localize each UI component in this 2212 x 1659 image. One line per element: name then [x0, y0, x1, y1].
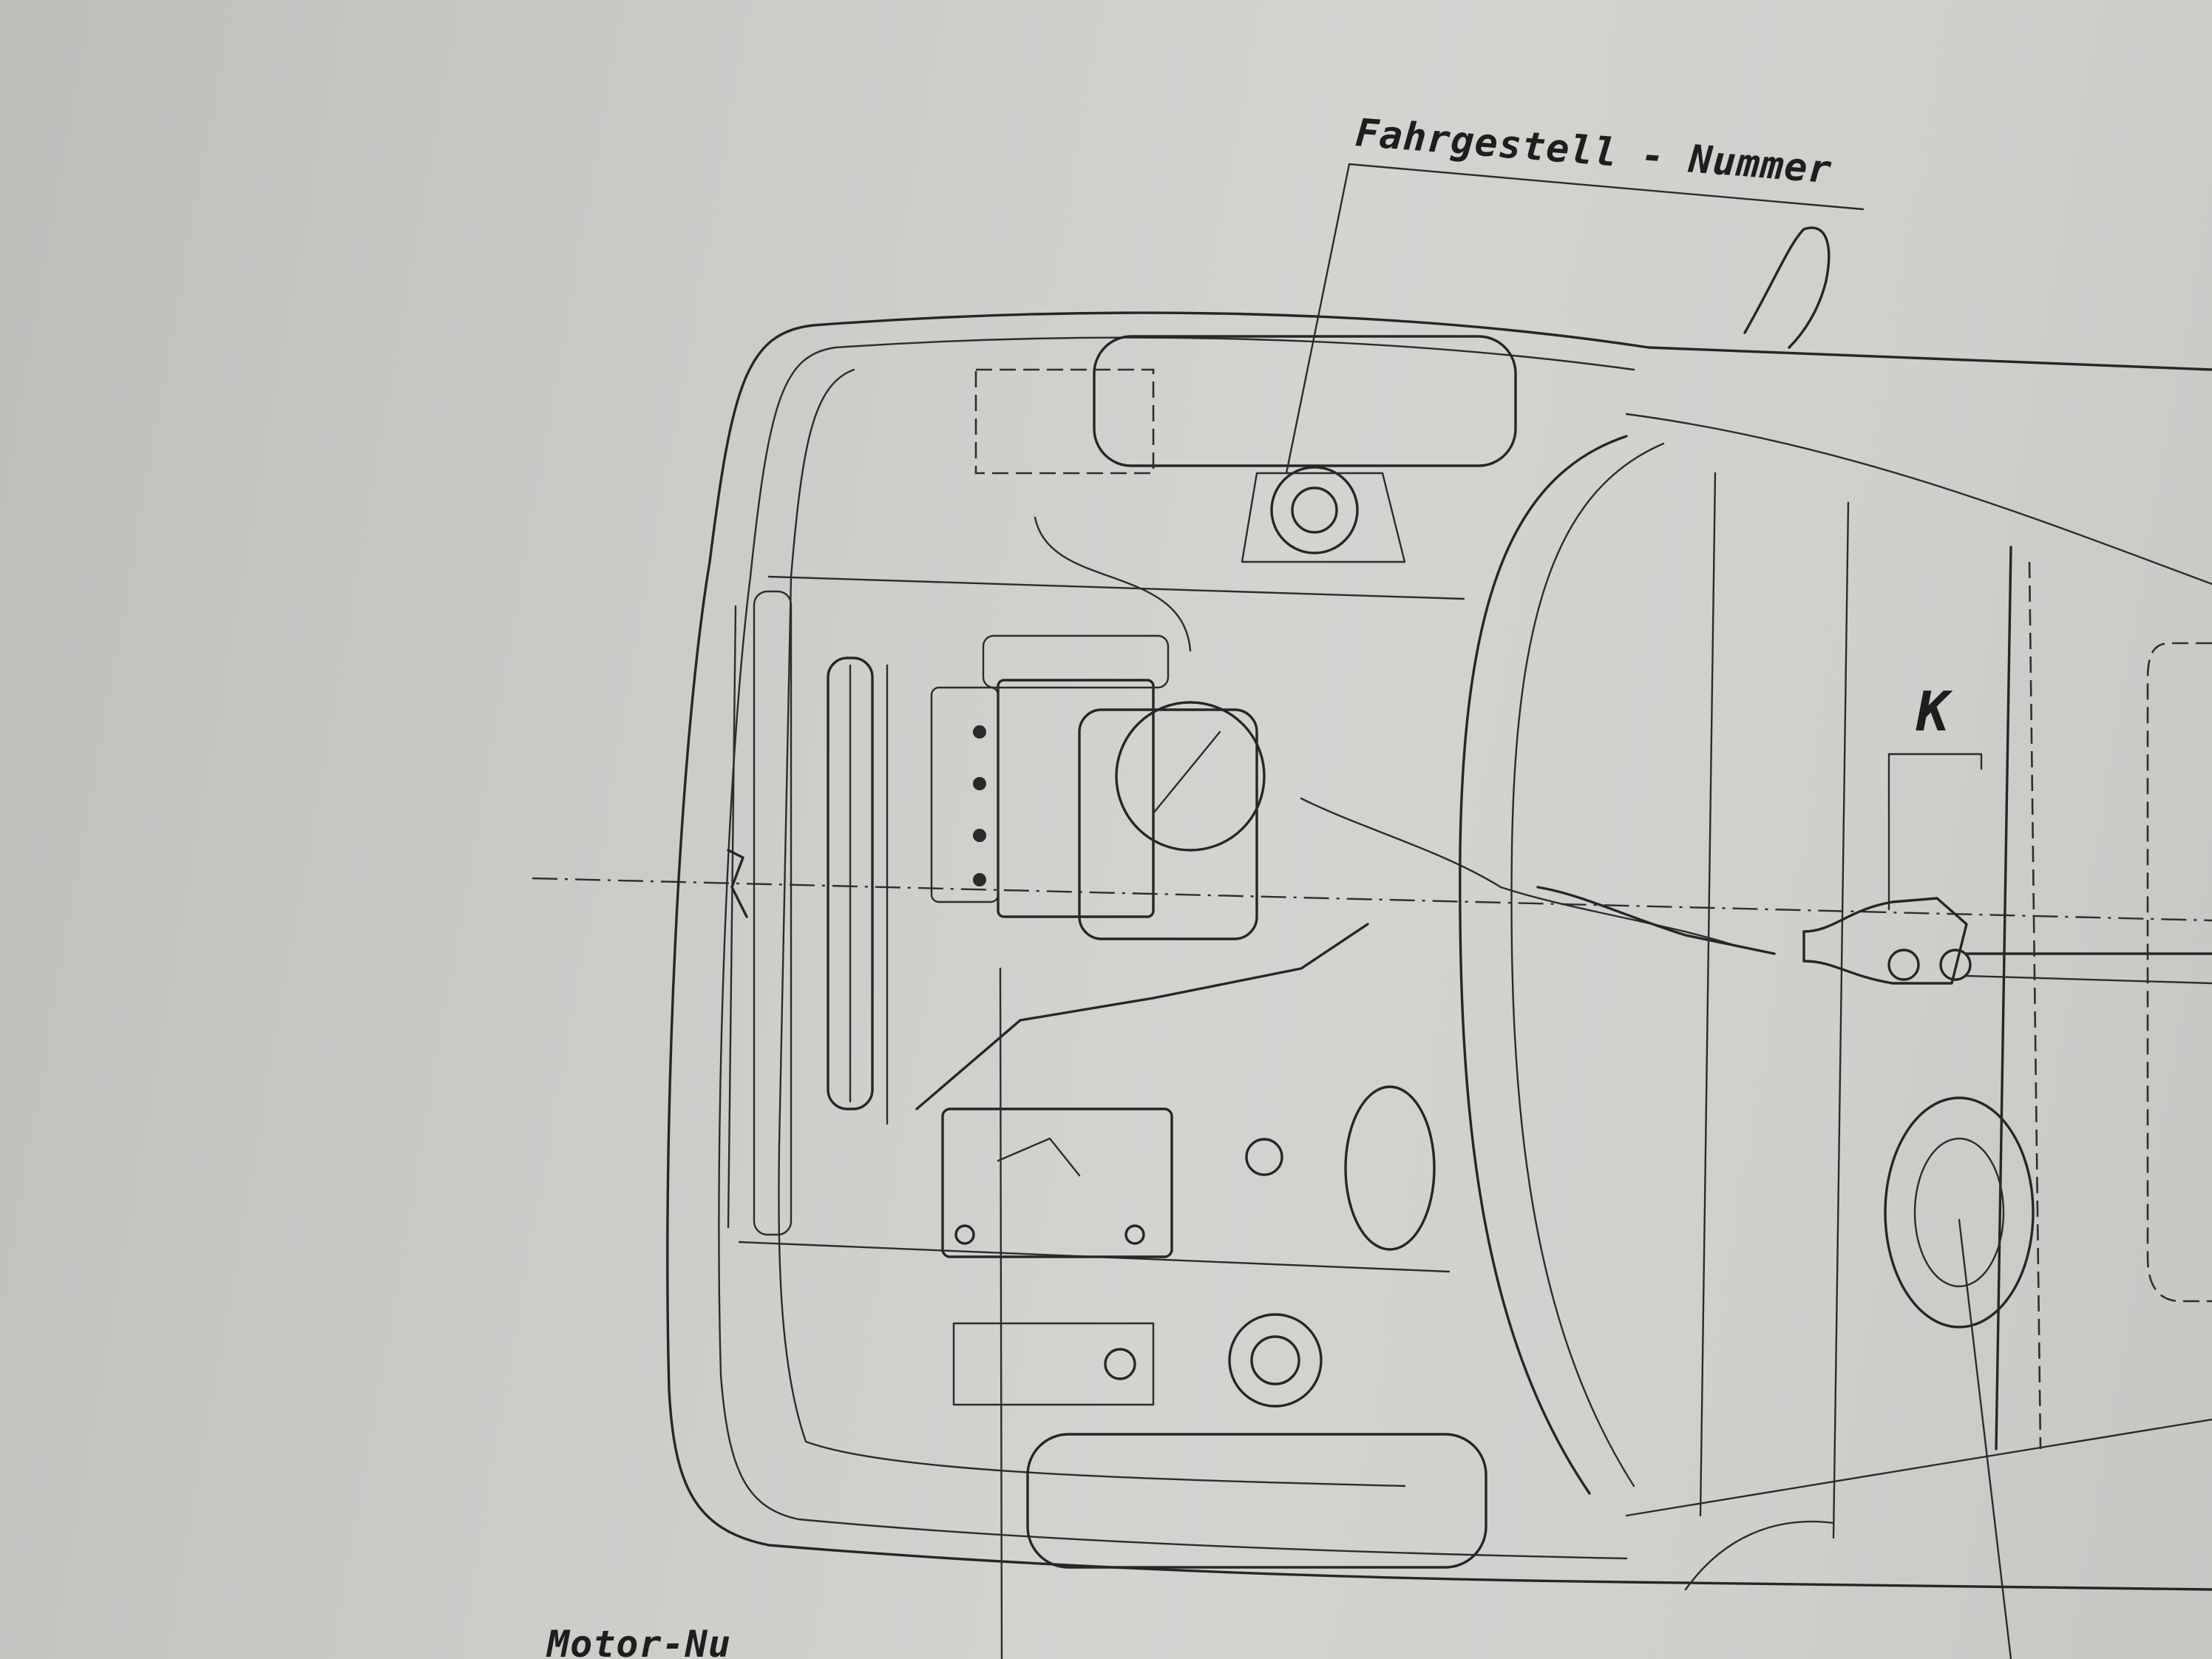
- grille-center: [727, 849, 748, 918]
- propshaft-joint-2: [1939, 949, 1972, 981]
- front-bumper: [753, 590, 793, 1236]
- rear-wheel-arch: [1684, 1520, 1835, 1591]
- gauge-needle: [997, 1137, 1081, 1177]
- transmission-housing: [1078, 708, 1258, 940]
- cabin-panel-edge: [1995, 546, 2012, 1451]
- center-line: [532, 877, 2212, 922]
- spark-plug-1: [973, 725, 986, 739]
- lower-bolt-b: [1124, 1224, 1145, 1245]
- radiator-tube: [827, 657, 874, 1110]
- strut-bracket-top: [1241, 472, 1406, 563]
- clutch-housing: [1115, 701, 1266, 852]
- engine-side-cover: [930, 686, 1000, 903]
- body-inner-outline: [718, 336, 1635, 1560]
- mount-bolt: [1245, 1138, 1283, 1176]
- bottom-reservoir: [1026, 1433, 1487, 1569]
- grille-line: [727, 605, 737, 1229]
- spark-plug-3: [973, 829, 986, 842]
- seat-dashed-outline: [2146, 642, 2212, 1303]
- lower-box: [941, 1107, 1173, 1258]
- propshaft-tunnel: [1802, 897, 1968, 985]
- steering-wheel: [1884, 1096, 2035, 1329]
- steering-linkage: [915, 923, 1369, 1110]
- front-strut-mount-bottom-inner: [1250, 1335, 1300, 1385]
- front-strut-mount-top: [1270, 466, 1359, 554]
- lower-bolt-a: [954, 1224, 975, 1245]
- k-marker-label: K: [1916, 680, 1950, 744]
- firewall-curve-inner: [1510, 442, 1665, 1487]
- exhaust-pipe: [1300, 797, 1739, 948]
- cross-member-top: [767, 575, 1465, 600]
- drive-shaft: [1536, 886, 1776, 955]
- exhaust-manifold: [1034, 516, 1192, 652]
- propshaft-lower: [1965, 974, 2212, 985]
- engine-block: [997, 679, 1155, 918]
- spark-plug-4: [973, 873, 986, 886]
- floor-line-2: [1832, 501, 1850, 1539]
- engine-number-leader: [999, 967, 1003, 1659]
- firewall-curve: [1459, 435, 1628, 1495]
- battery-dashed-box: [974, 368, 1155, 475]
- rocker-panel-bottom: [1625, 1418, 2212, 1517]
- top-reservoir: [1093, 335, 1517, 467]
- clutch-marker: [1152, 730, 1221, 815]
- engine-cylinder-head: [982, 634, 1170, 689]
- propshaft-joint-1: [1887, 949, 1920, 981]
- body-outline: [666, 311, 2212, 1591]
- rocker-panel-top: [1625, 413, 2212, 586]
- chassis-number-leader: [1285, 163, 1865, 475]
- cabin-dashed-line: [2028, 561, 2042, 1450]
- spark-plug-2: [973, 777, 986, 790]
- k-leader: [1958, 1218, 2012, 1659]
- engine-number-label: Motor-Nu: [547, 1623, 731, 1659]
- front-strut-mount-bottom: [1228, 1313, 1323, 1408]
- floor-line-1: [1699, 472, 1717, 1517]
- steering-wheel-hub: [1913, 1137, 2005, 1288]
- brake-drum: [1344, 1085, 1436, 1251]
- front-frame-inner: [778, 368, 1406, 1487]
- k-marker-bracket: [1887, 753, 1983, 911]
- lower-bracket: [952, 1322, 1155, 1406]
- lower-bolt-c: [1104, 1348, 1136, 1380]
- front-strut-mount-top-inner: [1291, 486, 1338, 534]
- side-mirror: [1743, 226, 1831, 349]
